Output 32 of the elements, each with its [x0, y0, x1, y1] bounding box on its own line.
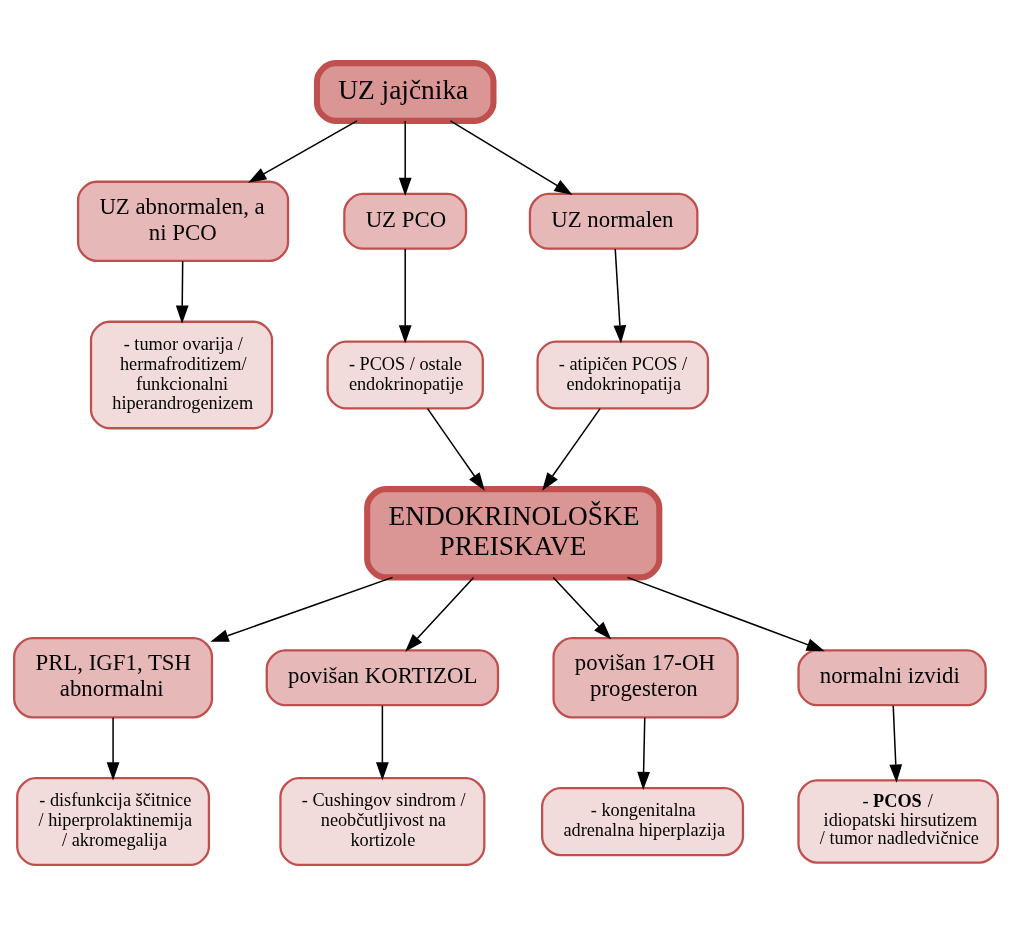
node-box: povišan KORTIZOL — [265, 648, 500, 706]
arrow — [889, 704, 903, 783]
node-box: - Cushingov sindrom / neobčutljivost na kortizole — [279, 776, 486, 866]
node-box: UZ jajčnika — [313, 59, 497, 124]
node-box: - atipičen PCOS / endokrinopatija — [536, 339, 710, 410]
node-box: - PCOS / idiopatski hirsutizem / tumor nadledvičnice — [797, 778, 999, 864]
arrow — [405, 576, 475, 652]
arrow — [613, 247, 627, 344]
node-box: UZ normalen — [528, 192, 699, 250]
arrow — [175, 260, 189, 324]
node-box: - tumor ovarija / hermafroditizem/ funkcionalni hiperandrogenizem — [89, 320, 274, 429]
arrow — [449, 119, 573, 195]
node-box: UZ abnormalen, a ni PCO — [76, 180, 290, 262]
arrow — [106, 716, 120, 780]
arrow — [248, 119, 358, 183]
arrow — [398, 247, 412, 344]
node-box: UZ PCO — [343, 192, 468, 250]
arrow — [398, 119, 412, 196]
node-box: - kongenitalna adrenalna hiperplazija — [541, 786, 745, 856]
arrow — [552, 576, 612, 640]
arrow — [542, 407, 601, 491]
node-box: PRL, IGF1, TSH abnormalni — [13, 636, 214, 718]
node-box: - disfunkcija ščitnice / hiperprolaktinemija / akromegalija — [16, 776, 211, 866]
node-box: ENDOKRINOLOŠKE PREISKAVE — [364, 485, 663, 580]
arrow — [210, 576, 394, 642]
node-box: - PCOS / ostale endokrinopatije — [326, 339, 484, 410]
node-box: povišan 17-OH progesteron — [552, 636, 739, 718]
arrow — [375, 704, 389, 780]
arrow — [637, 716, 650, 790]
node-box: normalni izvidi — [797, 648, 987, 706]
arrow — [426, 407, 485, 491]
arrow — [626, 576, 825, 651]
